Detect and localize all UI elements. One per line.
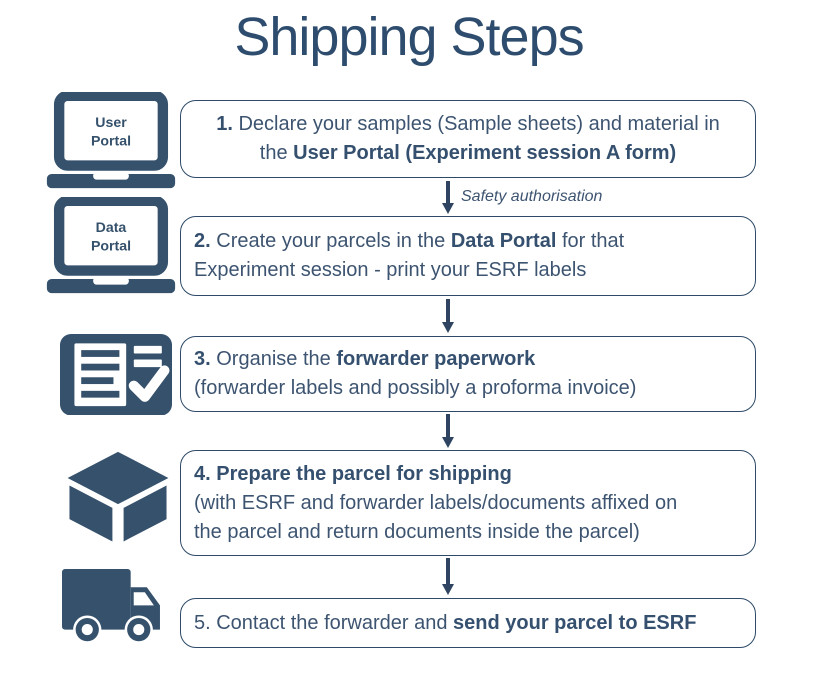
step-2-text-2: for that: [556, 230, 625, 252]
step-2-box: 2. Create your parcels in the Data Porta…: [180, 216, 756, 296]
paperwork-checklist-icon: [60, 334, 172, 416]
step-4-text-2: the parcel and return documents inside t…: [194, 520, 640, 543]
step-4-bold-title: 4. Prepare the parcel for shipping: [194, 462, 512, 485]
step-2-bold-data-portal: Data Portal: [450, 230, 557, 252]
step-2-line-2: Experiment session - print your ESRF lab…: [194, 256, 742, 285]
arrow-down-2-icon: [442, 299, 454, 333]
arrow-down-3-icon: [442, 414, 454, 448]
arrow-down-4-icon: [442, 558, 454, 595]
step-5-bold-send-parcel: send your parcel to ESRF: [453, 611, 697, 634]
delivery-truck-icon: [62, 569, 160, 644]
arrow-down-1-icon: [442, 181, 454, 214]
user-portal-label-line1: User: [95, 114, 127, 130]
parcel-cube-icon: [67, 451, 169, 542]
step-1-bold-user-portal: User Portal (Experiment session A form): [293, 142, 677, 164]
step-3-line-2: (forwarder labels and possibly a proform…: [194, 374, 742, 403]
step-1-text: Declare your samples (Sample sheets) and…: [232, 113, 720, 135]
data-portal-label-line2: Portal: [91, 238, 131, 254]
step-4-line-3: the parcel and return documents inside t…: [194, 518, 742, 547]
step-1-line-2: the User Portal (Experiment session A fo…: [194, 139, 742, 168]
step-4-text: (with ESRF and forwarder labels/document…: [194, 491, 678, 514]
step-5-text: 5. Contact the forwarder and: [194, 611, 454, 634]
step-1-line-1: 1. Declare your samples (Sample sheets) …: [194, 110, 742, 139]
step-1-number: 1.: [216, 113, 233, 135]
step-3-text: Organise the: [210, 348, 337, 370]
step-1-box: 1. Declare your samples (Sample sheets) …: [180, 100, 756, 178]
step-5-box: 5. Contact the forwarder and send your p…: [180, 598, 756, 648]
step-3-text-2: (forwarder labels and possibly a proform…: [194, 377, 637, 399]
step-2-text-3: Experiment session - print your ESRF lab…: [194, 259, 587, 281]
data-portal-laptop-icon: Data Portal: [46, 197, 176, 294]
step-2-number: 2.: [194, 230, 211, 252]
step-5-line-1: 5. Contact the forwarder and send your p…: [194, 609, 742, 638]
step-2-line-1: 2. Create your parcels in the Data Porta…: [194, 227, 742, 256]
step-1-text-2: the: [259, 142, 294, 164]
step-3-number: 3.: [194, 348, 211, 370]
step-3-line-1: 3. Organise the forwarder paperwork: [194, 345, 742, 374]
step-4-box: 4. Prepare the parcel for shipping (with…: [180, 450, 756, 556]
user-portal-label-line2: Portal: [91, 133, 131, 149]
step-2-text: Create your parcels in the: [210, 230, 451, 252]
step-4-line-1: 4. Prepare the parcel for shipping: [194, 460, 742, 489]
step-4-line-2: (with ESRF and forwarder labels/document…: [194, 489, 742, 518]
step-3-box: 3. Organise the forwarder paperwork (for…: [180, 336, 756, 412]
safety-authorisation-label: Safety authorisation: [461, 188, 603, 205]
page-title: Shipping Steps: [234, 7, 584, 67]
user-portal-laptop-icon: User Portal: [46, 92, 176, 189]
data-portal-label-line1: Data: [96, 219, 127, 235]
step-3-bold-forwarder-paperwork: forwarder paperwork: [336, 348, 536, 370]
